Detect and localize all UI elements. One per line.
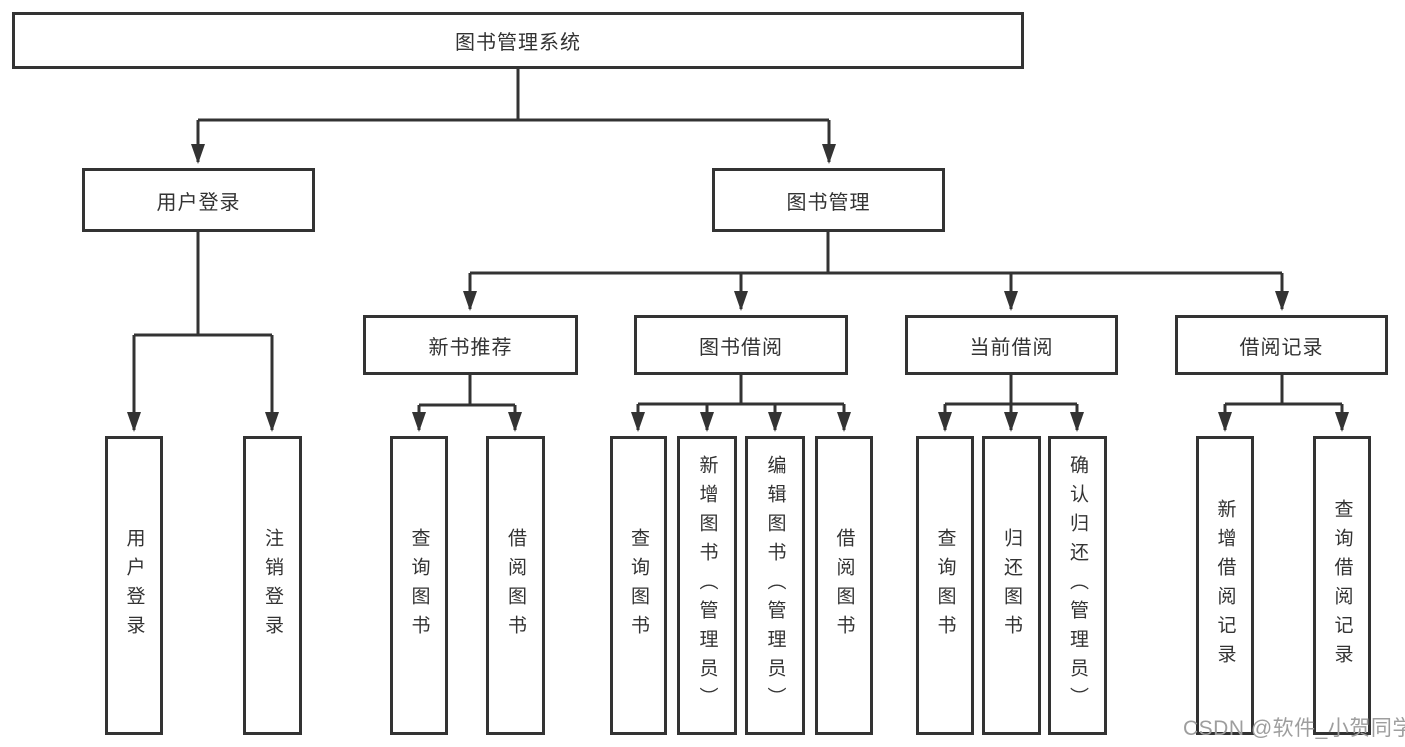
leaf-user-login: 用户登录 bbox=[105, 436, 163, 735]
leaf-borrow-books-recommendation: 借阅图书 bbox=[486, 436, 545, 735]
leaf-query-borrow-record: 查询借阅记录 bbox=[1313, 436, 1371, 735]
leaf-confirm-return-admin: 确认归还（管理员） bbox=[1048, 436, 1107, 735]
node-book-borrowing: 图书借阅 bbox=[634, 315, 848, 375]
leaf-logout: 注销登录 bbox=[243, 436, 302, 735]
leaf-return-books: 归还图书 bbox=[982, 436, 1041, 735]
csdn-watermark: CSDN @软件_小贺同学 bbox=[1183, 717, 1405, 740]
node-new-book-recommendation: 新书推荐 bbox=[363, 315, 578, 375]
leaf-query-books-recommendation: 查询图书 bbox=[390, 436, 448, 735]
leaf-edit-books-admin: 编辑图书（管理员） bbox=[745, 436, 805, 735]
leaf-borrow-books: 借阅图书 bbox=[815, 436, 873, 735]
node-current-borrowing: 当前借阅 bbox=[905, 315, 1118, 375]
node-root-library-management-system: 图书管理系统 bbox=[12, 12, 1024, 69]
node-book-management: 图书管理 bbox=[712, 168, 945, 232]
node-borrowing-records: 借阅记录 bbox=[1175, 315, 1388, 375]
leaf-query-books-borrowing: 查询图书 bbox=[610, 436, 667, 735]
leaf-add-borrow-record: 新增借阅记录 bbox=[1196, 436, 1254, 735]
leaf-query-books-current: 查询图书 bbox=[916, 436, 974, 735]
node-user-login: 用户登录 bbox=[82, 168, 315, 232]
leaf-add-books-admin: 新增图书（管理员） bbox=[677, 436, 737, 735]
